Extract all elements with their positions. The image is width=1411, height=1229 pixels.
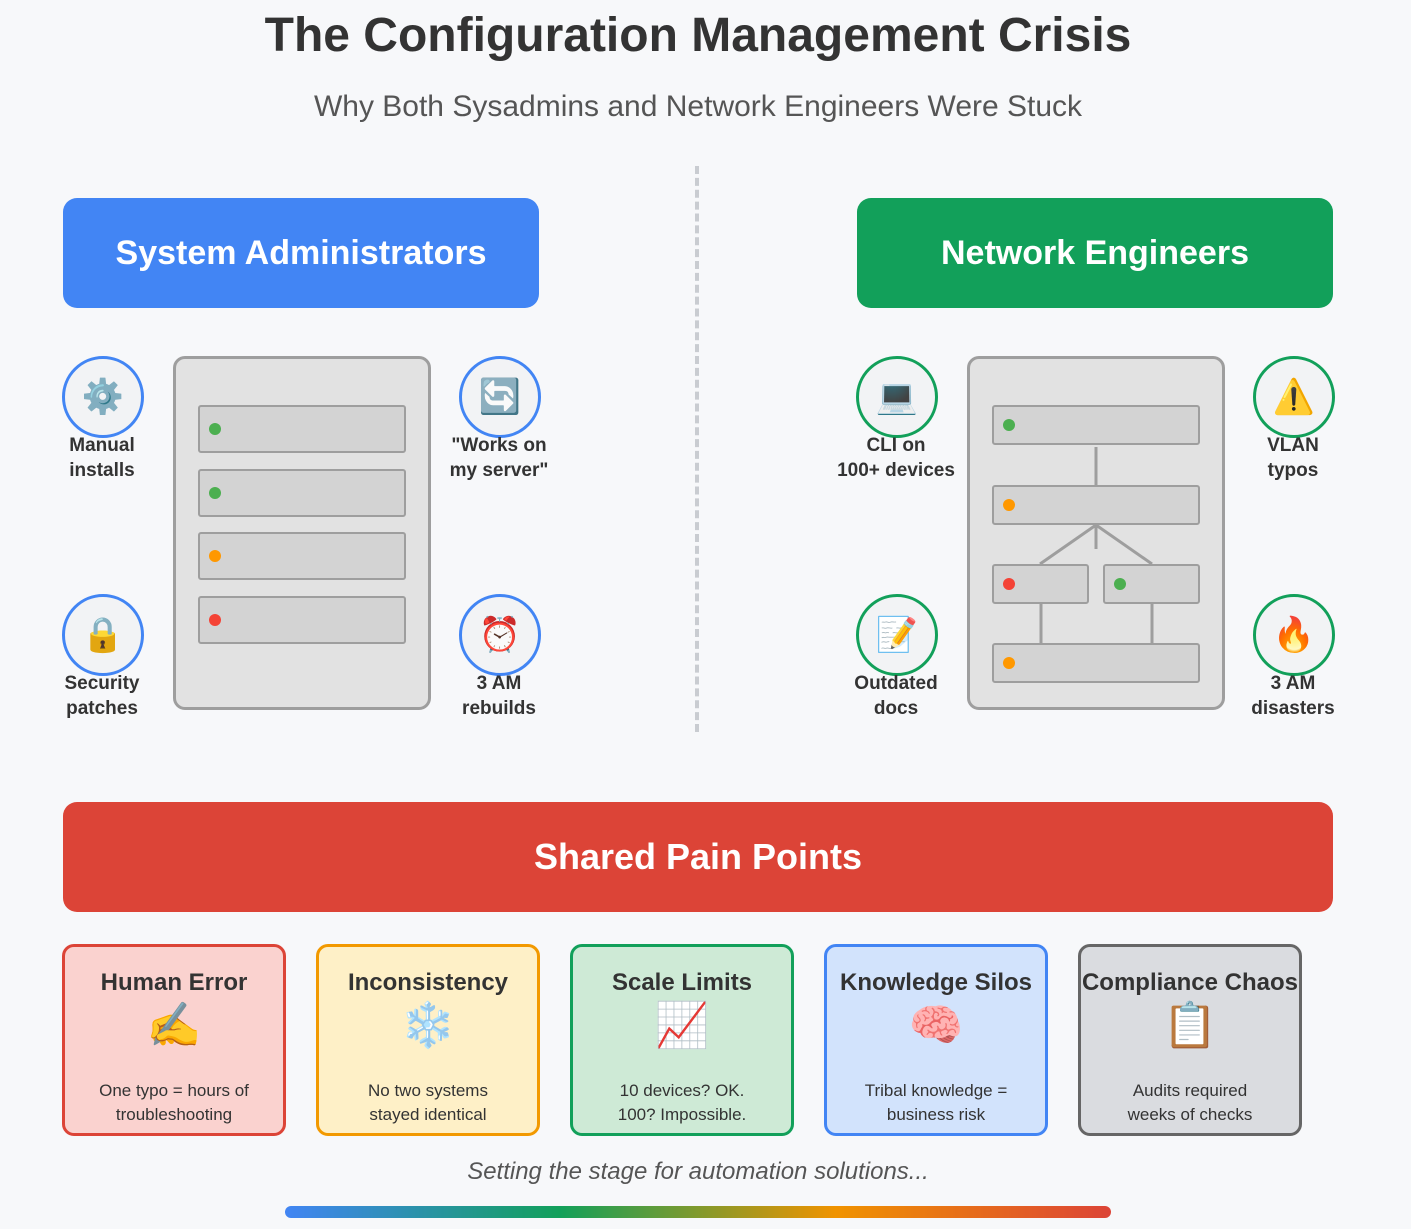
card-desc-line2: stayed identical — [369, 1105, 487, 1124]
pain-card-human-error: Human Error ✍️ One typo = hours of troub… — [62, 944, 286, 1136]
sysadmin-item-security-patches: Security patches — [32, 671, 172, 721]
refresh-icon: 🔄 — [459, 356, 541, 438]
card-description: One typo = hours of troubleshooting — [71, 1079, 277, 1127]
warning-icon: ⚠️ — [1253, 356, 1335, 438]
server-rack — [173, 356, 431, 710]
section-divider — [695, 166, 699, 732]
card-description: No two systems stayed identical — [325, 1079, 531, 1127]
sysadmin-item-3am-rebuilds: 3 AM rebuilds — [429, 671, 569, 721]
item-label-line1: 3 AM — [476, 673, 522, 694]
item-label-line2: rebuilds — [462, 698, 536, 719]
card-title: Scale Limits — [611, 969, 753, 996]
footer-caption: Setting the stage for automation solutio… — [467, 1158, 929, 1185]
network-device — [1103, 564, 1200, 604]
network-device — [992, 485, 1200, 525]
item-label-line1: Security — [64, 673, 140, 694]
status-led-green — [209, 423, 221, 435]
card-desc-line2: troubleshooting — [115, 1105, 233, 1124]
pain-card-compliance-chaos: Compliance Chaos 📋 Audits required weeks… — [1078, 944, 1302, 1136]
sysadmin-item-works-on-my-server: "Works on my server" — [429, 433, 569, 483]
network-device — [992, 564, 1089, 604]
card-desc-line2: weeks of checks — [1127, 1105, 1253, 1124]
card-description: 10 devices? OK. 100? Impossible. — [579, 1079, 785, 1127]
network-device — [992, 643, 1200, 683]
card-desc-line1: Tribal knowledge = — [864, 1081, 1008, 1100]
status-led-green — [1003, 419, 1015, 431]
shared-pain-points-banner: Shared Pain Points — [63, 802, 1333, 912]
status-led-orange — [209, 550, 221, 562]
snowflake-icon: ❄️ — [400, 1001, 456, 1050]
lock-icon: 🔒 — [62, 594, 144, 676]
pain-card-scale-limits: Scale Limits 📈 10 devices? OK. 100? Impo… — [570, 944, 794, 1136]
clipboard-icon: 📋 — [1162, 1001, 1218, 1050]
network-item-cli-devices: CLI on 100+ devices — [826, 433, 966, 483]
item-label-line1: Outdated — [854, 673, 938, 694]
status-led-red — [1003, 578, 1015, 590]
alarm-clock-icon: ⏰ — [459, 594, 541, 676]
item-label-line1: 3 AM — [1270, 673, 1316, 694]
item-label-line2: installs — [69, 460, 135, 481]
card-desc-line1: One typo = hours of — [99, 1081, 249, 1100]
item-label-line2: typos — [1267, 460, 1319, 481]
page-title: The Configuration Management Crisis — [264, 9, 1132, 62]
item-label-line1: VLAN — [1267, 435, 1319, 456]
item-label-line2: 100+ devices — [837, 460, 955, 481]
network-device — [992, 405, 1200, 445]
item-label-line2: docs — [873, 698, 919, 719]
card-desc-line1: Audits required — [1132, 1081, 1248, 1100]
item-label-line2: patches — [66, 698, 138, 719]
gear-icon: ⚙️ — [62, 356, 144, 438]
card-desc-line2: 100? Impossible. — [617, 1105, 747, 1124]
memo-icon: 📝 — [856, 594, 938, 676]
laptop-icon: 💻 — [856, 356, 938, 438]
sysadmin-item-manual-installs: Manual installs — [32, 433, 172, 483]
status-led-red — [209, 614, 221, 626]
item-label-line2: disasters — [1251, 698, 1335, 719]
network-item-outdated-docs: Outdated docs — [826, 671, 966, 721]
card-desc-line1: No two systems — [368, 1081, 488, 1100]
card-title: Knowledge Silos — [839, 969, 1033, 996]
topology-links — [1039, 447, 1154, 644]
item-label-line2: my server" — [449, 460, 549, 481]
item-label-line1: "Works on — [451, 435, 547, 456]
server-unit — [198, 596, 406, 644]
sysadmin-banner: System Administrators — [63, 198, 539, 308]
pain-card-knowledge-silos: Knowledge Silos 🧠 Tribal knowledge = bus… — [824, 944, 1048, 1136]
card-title: Compliance Chaos — [1081, 969, 1299, 996]
status-led-green — [209, 487, 221, 499]
pain-card-inconsistency: Inconsistency ❄️ No two systems stayed i… — [316, 944, 540, 1136]
card-description: Audits required weeks of checks — [1087, 1079, 1293, 1127]
status-led-orange — [1003, 657, 1015, 669]
card-desc-line2: business risk — [886, 1105, 986, 1124]
writing-hand-icon: ✍️ — [146, 1001, 202, 1050]
chart-increasing-icon: 📈 — [654, 1001, 710, 1050]
card-title: Inconsistency — [347, 969, 509, 996]
network-item-3am-disasters: 3 AM disasters — [1223, 671, 1363, 721]
network-banner: Network Engineers — [857, 198, 1333, 308]
fire-icon: 🔥 — [1253, 594, 1335, 676]
item-label-line1: Manual — [69, 435, 135, 456]
network-item-vlan-typos: VLAN typos — [1223, 433, 1363, 483]
brain-icon: 🧠 — [908, 1001, 964, 1050]
card-desc-line1: 10 devices? OK. — [619, 1081, 745, 1100]
card-description: Tribal knowledge = business risk — [833, 1079, 1039, 1127]
card-title: Human Error — [100, 969, 248, 996]
status-led-green — [1114, 578, 1126, 590]
gradient-bar — [285, 1206, 1111, 1218]
page-subtitle: Why Both Sysadmins and Network Engineers… — [313, 90, 1083, 123]
server-unit — [198, 469, 406, 517]
network-rack — [967, 356, 1225, 710]
server-unit — [198, 405, 406, 453]
item-label-line1: CLI on — [866, 435, 926, 456]
server-unit — [198, 532, 406, 580]
status-led-orange — [1003, 499, 1015, 511]
